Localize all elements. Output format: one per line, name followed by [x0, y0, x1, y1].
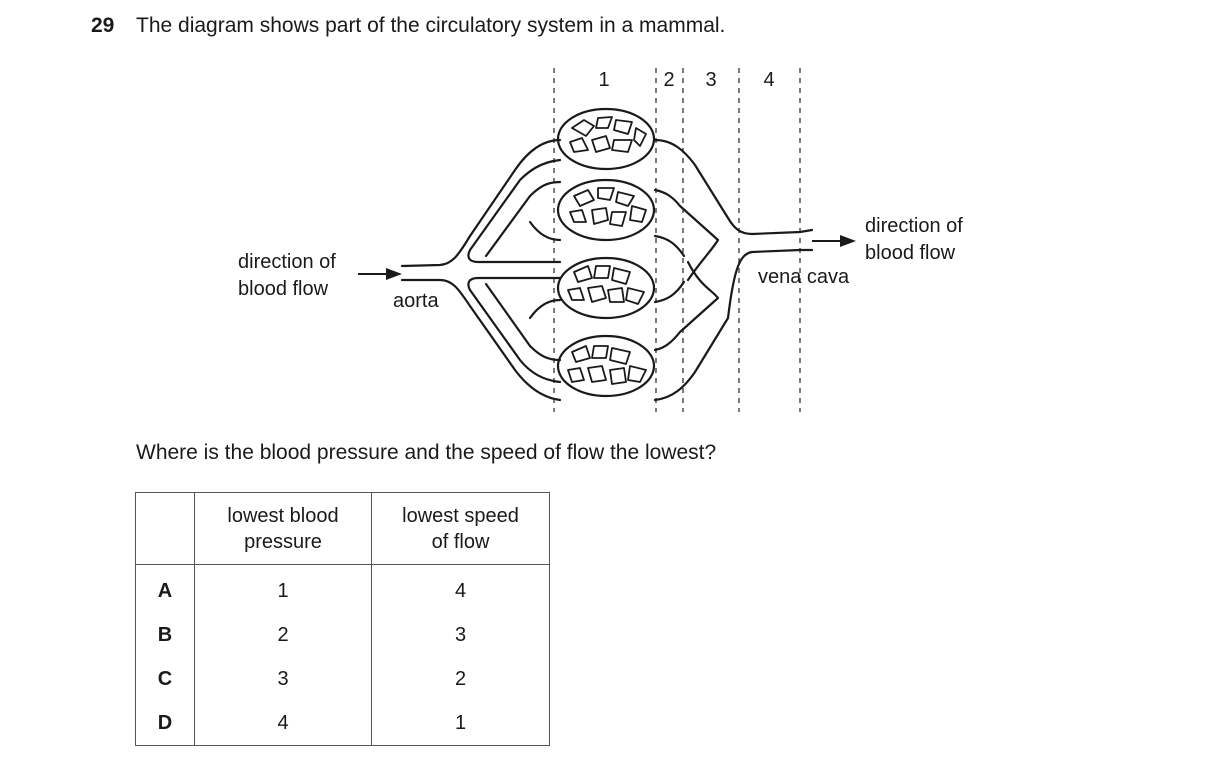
pressure-value: 1 — [194, 564, 372, 613]
header-speed-line2: of flow — [431, 530, 490, 553]
table-row: D 4 1 — [135, 701, 550, 746]
speed-value: 3 — [371, 613, 550, 657]
vena-cava-label: vena cava — [758, 266, 850, 288]
venule-lower-outer — [653, 248, 814, 402]
venule-mid-b — [653, 280, 686, 304]
arteriole-mid-b — [528, 220, 562, 242]
arrow-icon — [812, 235, 856, 247]
venule-upper-outer — [653, 138, 814, 236]
header-speed-line1: lowest speed — [402, 504, 519, 527]
question-number: 29 — [91, 14, 115, 37]
flow-label-left-line1: direction of — [238, 251, 336, 273]
question-prompt: Where is the blood pressure and the spee… — [136, 441, 717, 464]
flow-label-right-line2: blood flow — [865, 242, 956, 264]
pressure-value: 4 — [194, 701, 372, 746]
header-lowest-speed-of-flow: lowest speed of flow — [371, 492, 550, 565]
pressure-value: 3 — [194, 657, 372, 701]
venule-mid-a — [653, 234, 686, 258]
venule-lower-inner — [653, 260, 720, 352]
venule-upper-inner — [653, 188, 720, 282]
header-lowest-blood-pressure: lowest blood pressure — [194, 492, 372, 565]
arteriole-upper-loop — [467, 158, 562, 264]
table-row: C 3 2 — [135, 657, 550, 701]
circulatory-diagram: 1 2 3 4 — [238, 68, 963, 412]
capillary-bed-4 — [556, 334, 656, 398]
arteriole-mid-d — [484, 282, 562, 362]
aorta-vessel-bottom — [400, 278, 562, 402]
arteriole-mid-a — [484, 180, 562, 258]
question-text: The diagram shows part of the circulator… — [136, 14, 726, 37]
header-pressure-line2: pressure — [244, 530, 322, 553]
aorta-label: aorta — [393, 290, 439, 312]
arteriole-mid-c — [528, 298, 562, 320]
option-letter: B — [135, 613, 195, 657]
arteriole-lower-loop — [467, 276, 562, 384]
option-letter: C — [135, 657, 195, 701]
answer-table: lowest blood pressure lowest speed of fl… — [135, 492, 550, 746]
capillary-bed-3 — [556, 256, 656, 320]
capillary-bed-1 — [556, 107, 656, 171]
flow-label-left-line2: blood flow — [238, 278, 329, 300]
tissue-cells — [567, 116, 647, 385]
table-row: B 2 3 — [135, 613, 550, 657]
region-divider-lines — [553, 68, 801, 412]
table-header-row: lowest blood pressure lowest speed of fl… — [135, 492, 550, 565]
pressure-value: 2 — [194, 613, 372, 657]
region-label-3: 3 — [705, 69, 716, 91]
table-row: A 1 4 — [135, 564, 550, 613]
aorta-vessel-top — [400, 138, 562, 268]
option-letter: A — [135, 564, 195, 613]
option-letter: D — [135, 701, 195, 746]
capillary-bed-2 — [556, 178, 656, 242]
region-label-1: 1 — [598, 69, 609, 91]
vessel-network — [400, 107, 814, 402]
speed-value: 1 — [371, 701, 550, 746]
speed-value: 4 — [371, 564, 550, 613]
speed-value: 2 — [371, 657, 550, 701]
header-pressure-line1: lowest blood — [227, 504, 339, 527]
header-empty-cell — [135, 492, 195, 565]
region-label-2: 2 — [663, 69, 674, 91]
region-label-4: 4 — [763, 69, 774, 91]
flow-label-right-line1: direction of — [865, 215, 963, 237]
arrow-icon — [358, 268, 402, 280]
